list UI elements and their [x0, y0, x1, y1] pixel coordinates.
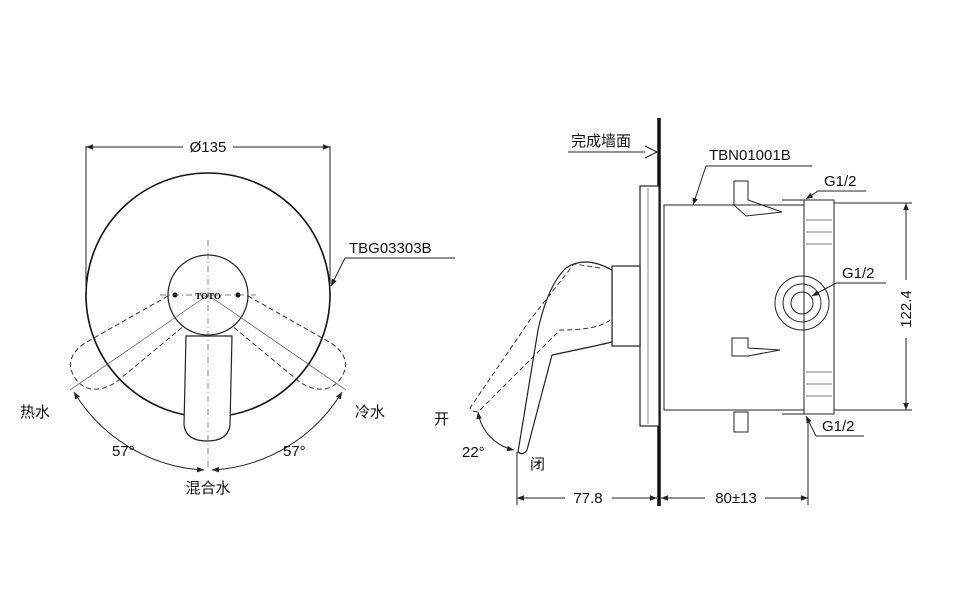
wall-marker — [644, 145, 659, 159]
hot-water-label: 热水 — [20, 403, 50, 421]
port-mid-label: G1/2 — [842, 265, 875, 282]
handle-hot-position-dashed — [70, 291, 186, 390]
center-port-core — [790, 291, 814, 315]
cold-water-label: 冷水 — [355, 403, 385, 421]
valve-model-leader — [692, 165, 707, 206]
escutcheon-plate-side — [639, 185, 660, 427]
valve-body — [663, 204, 805, 411]
center-port-inner — [782, 283, 822, 323]
plate-model-label: TBG03303B — [349, 240, 432, 257]
lever-open-dashed — [469, 263, 611, 413]
valve-model-label: TBN01001B — [709, 147, 791, 164]
side-view: 完成墙面 TBN01001B — [434, 118, 915, 507]
handle-sleeve — [611, 265, 641, 347]
angle-line-right — [207, 294, 347, 391]
mixed-water-label: 混合水 — [185, 479, 230, 497]
plate-model-leader — [330, 257, 346, 287]
front-view: TOTO Ø135 TBG03303B 热水 冷水 57° 57° 混合水 — [20, 139, 455, 497]
handle-angle-label: 22° — [462, 444, 485, 461]
port-mid-leader — [811, 282, 837, 297]
wall-label: 完成墙面 — [571, 132, 631, 150]
middle-bracket — [731, 337, 781, 357]
handle-angle-arc — [476, 411, 515, 452]
left-angle-label: 57° — [112, 443, 135, 460]
arc-right-57 — [211, 391, 343, 473]
dim-front-label: 77.8 — [573, 490, 602, 507]
right-angle-label: 57° — [283, 443, 306, 460]
arc-left-57 — [73, 391, 205, 473]
open-label: 开 — [434, 410, 449, 428]
upper-bracket — [733, 180, 783, 217]
handle-cold-position-dashed — [230, 291, 346, 390]
port-top-label: G1/2 — [824, 173, 857, 190]
port-bottom-leader — [805, 415, 817, 437]
close-label: 闭 — [530, 455, 545, 473]
lower-bracket — [733, 411, 749, 433]
port-top-leader — [805, 190, 819, 200]
port-bottom-label: G1/2 — [822, 418, 855, 435]
center-port-outer — [774, 275, 830, 331]
diameter-label: Ø135 — [190, 139, 227, 156]
dim-back-label: 80±13 — [715, 490, 757, 507]
dim-height-label: 122.4 — [898, 290, 915, 328]
angle-line-left — [69, 294, 209, 391]
